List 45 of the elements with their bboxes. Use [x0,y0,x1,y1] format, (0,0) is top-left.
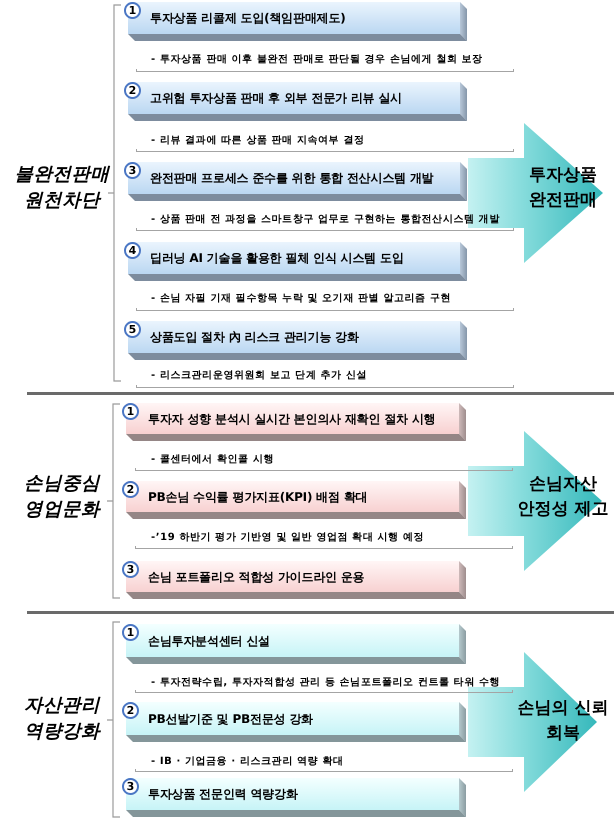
item-title: 완전판매 프로세스 준수를 위한 통합 전산시스템 개발 [150,170,434,187]
step-number: 1 [122,403,139,420]
item-title: 고위험 투자상품 판매 후 외부 전문가 리뷰 실시 [150,90,402,107]
step-number: 3 [124,162,141,179]
item-box [123,321,467,360]
item-box [121,702,466,742]
item-title: 손님 포트폴리오 적합성 가이드라인 운용 [148,568,365,586]
item-title: 투자상품 리콜제 도입(책임판매제도) [150,10,346,27]
note-text: - 투자상품 판매 이후 불완전 판매로 판단될 경우 손님에게 철회 보장 [151,53,483,66]
item-title: 손님투자분석센터 신설 [148,632,270,650]
item-box [121,561,466,599]
item-box [123,2,467,41]
note-text: - 리뷰 결과에 따른 상품 판매 지속여부 결정 [151,134,365,147]
note-text: - 손님 자필 기재 필수항목 누락 및 오기재 판별 알고리즘 구현 [151,292,451,305]
item-box [121,403,466,441]
item-title: 딥러닝 AI 기술을 활용한 필체 인식 시스템 도입 [150,250,404,267]
step-number: 3 [122,561,139,578]
section-heading: 손님중심 영업문화 [23,472,102,522]
item-title: 투자상품 전문인력 역량강화 [148,786,298,803]
note-text: - 투자전략수립, 투자자적합성 관리 등 손님포트폴리오 컨트롤 타워 수행 [151,676,500,689]
step-number: 1 [124,2,141,19]
item-box [123,162,467,201]
step-number: 2 [122,702,139,719]
note-text: - IB · 기업금융 · 리스크관리 역량 확대 [151,755,344,768]
step-number: 1 [122,624,139,641]
step-number: 5 [124,321,141,338]
step-number: 2 [124,82,141,99]
step-number: 3 [122,778,139,795]
item-box [123,82,467,121]
step-number: 4 [124,242,141,259]
item-box [121,624,466,664]
note-text: - 상품 판매 전 과정을 스마트창구 업무로 구현하는 통합전산시스템 개발 [151,213,500,226]
item-box [121,778,466,817]
note-text: - 콜센터에서 확인콜 시행 [151,453,274,466]
item-box [121,481,466,519]
item-title: PB손님 수익률 평가지표(KPI) 배점 확대 [148,488,368,506]
item-title: PB선발기준 및 PB전문성 강화 [148,710,314,728]
step-number: 2 [122,481,139,498]
item-title: 상품도입 절차 內 리스크 관리기능 강화 [150,329,359,346]
section-heading: 자산관리 역량강화 [23,694,102,744]
item-title: 투자자 성향 분석시 실시간 본인의사 재확인 절차 시행 [148,410,436,428]
note-text: -’19 하반기 평가 기반영 및 일반 영업점 확대 시행 예정 [151,531,424,544]
note-text: - 리스크관리운영위원회 보고 단계 추가 신설 [151,369,367,382]
section-heading: 불완전판매 원천차단 [14,163,112,213]
item-box [123,242,467,281]
